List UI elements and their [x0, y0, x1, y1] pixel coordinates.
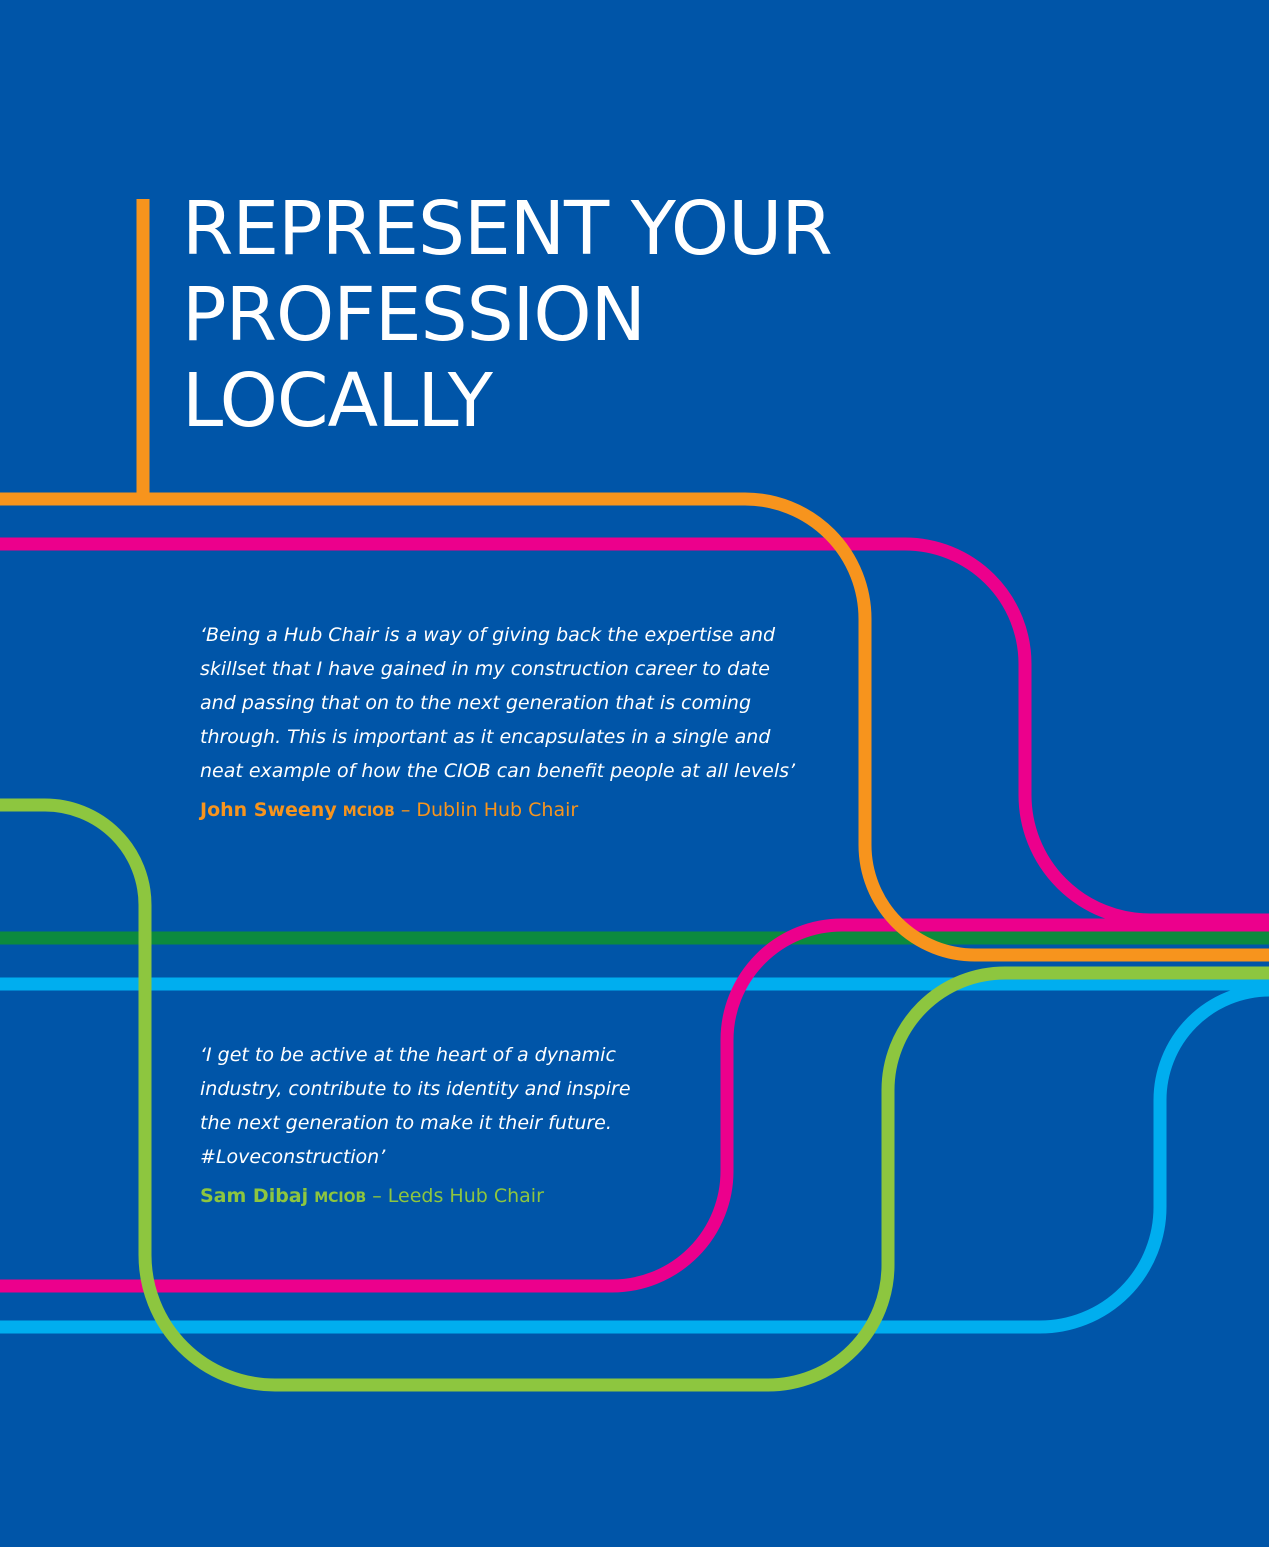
quote-line: the next generation to make it their fut… — [200, 1112, 612, 1134]
quote-line: ‘I get to be active at the heart of a dy… — [200, 1044, 616, 1066]
author-postnominal: MCIOB — [314, 1190, 367, 1206]
author-name: John Sweeny — [200, 799, 337, 821]
quote-line: through. This is important as it encapsu… — [200, 726, 771, 748]
quote-line: ‘Being a Hub Chair is a way of giving ba… — [200, 624, 776, 646]
author-role: – Leeds Hub Chair — [372, 1185, 544, 1207]
sky-blue-line-lower — [0, 983, 1269, 1334]
quote-line: skillset that I have gained in my constr… — [200, 658, 770, 680]
testimonial-attribution-dublin: John Sweeny MCIOB – Dublin Hub Chair — [200, 799, 578, 821]
title-line: REPRESENT YOUR — [182, 186, 833, 272]
testimonial-quote-dublin: ‘Being a Hub Chair is a way of giving ba… — [200, 618, 795, 788]
title-line: LOCALLY — [182, 358, 493, 444]
quote-line: industry, contribute to its identity and… — [200, 1078, 631, 1100]
lime-line-lower — [0, 798, 1269, 1392]
testimonial-quote-leeds: ‘I get to be active at the heart of a dy… — [200, 1038, 631, 1174]
quote-line: #Loveconstruction’ — [200, 1146, 386, 1168]
magenta-line-top — [0, 537, 1269, 927]
author-name: Sam Dibaj — [200, 1185, 309, 1207]
quote-line: and passing that on to the next generati… — [200, 692, 752, 714]
author-role: – Dublin Hub Chair — [400, 799, 579, 821]
testimonial-attribution-leeds: Sam Dibaj MCIOB – Leeds Hub Chair — [200, 1185, 544, 1207]
page-title: REPRESENT YOUR PROFESSION LOCALLY — [182, 186, 833, 444]
author-postnominal: MCIOB — [342, 804, 395, 820]
quote-line: neat example of how the CIOB can benefit… — [200, 760, 796, 782]
magenta-line-lower — [0, 918, 1269, 1293]
title-line: PROFESSION — [182, 272, 646, 358]
orange-line-top — [0, 492, 1269, 962]
